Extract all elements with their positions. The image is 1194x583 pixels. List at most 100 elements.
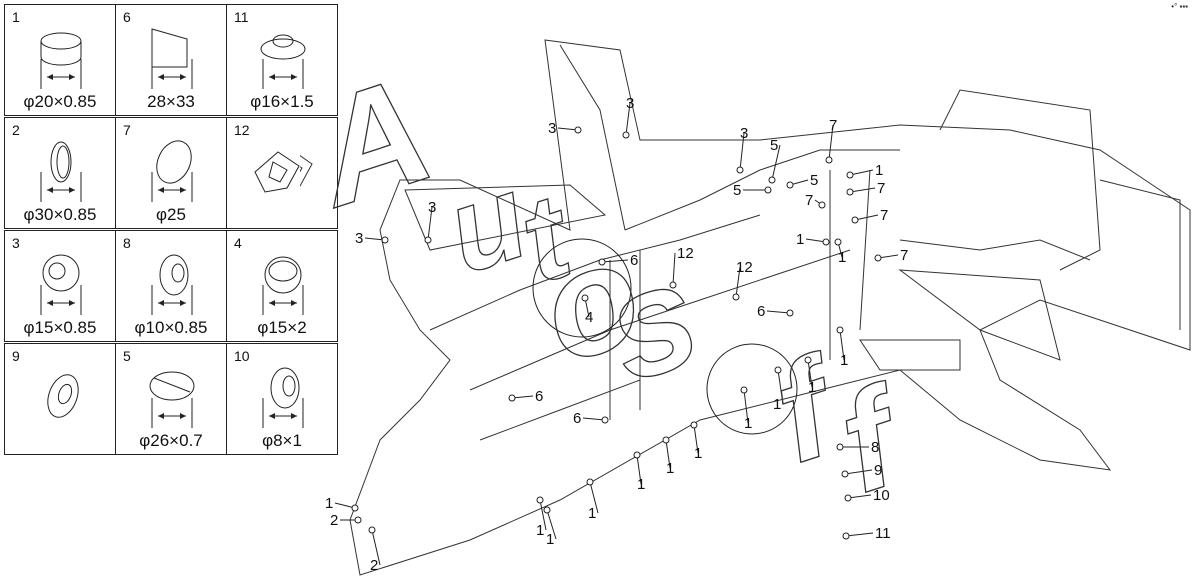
- legend-part-dimension: φ8×1: [262, 431, 302, 450]
- callout-label-part-1: 1: [588, 505, 596, 522]
- legend-part-dimension: φ30×0.85: [23, 205, 97, 224]
- callout-leader-line: [777, 369, 784, 405]
- part-location-marker: [841, 470, 849, 478]
- callout-leader-line: [427, 206, 433, 241]
- part-location-marker: [844, 494, 852, 502]
- part-location-marker: [368, 526, 376, 534]
- part-4-illustration: [262, 256, 304, 315]
- part-location-marker: [818, 201, 826, 209]
- callout-label-part-6: 6: [535, 388, 543, 405]
- part-5-illustration: [149, 371, 195, 428]
- body-outline: [349, 39, 1191, 576]
- callout-label-part-8: 8: [871, 439, 879, 456]
- callout-leader-line: [743, 389, 749, 424]
- part-location-marker: [764, 186, 772, 194]
- callout-leader-line: [847, 494, 872, 499]
- callout-label-part-1: 1: [666, 460, 674, 477]
- callout-leader-line: [771, 144, 781, 181]
- legend-part-number: 11: [234, 9, 249, 25]
- callout-label-part-6: 6: [630, 252, 638, 269]
- callout-label-part-7: 7: [877, 180, 885, 197]
- part-location-marker: [851, 216, 859, 224]
- callout-leader-line: [845, 532, 874, 537]
- part-location-marker: [381, 236, 389, 244]
- part-location-marker: [834, 238, 842, 246]
- part-12-illustration: [254, 151, 300, 193]
- legend-cell-part-6: 6 28×33: [115, 4, 227, 116]
- callout-label-part-5: 5: [810, 172, 818, 189]
- part-3-illustration: [40, 254, 82, 315]
- legend-part-number: 2: [12, 122, 20, 138]
- legend-part-dimension: φ15×2: [257, 318, 307, 337]
- part-9-illustration: [47, 374, 79, 418]
- callout-label-part-5: 5: [733, 182, 741, 199]
- part-location-marker: [690, 421, 698, 429]
- callout-leader-line: [582, 417, 606, 421]
- part-location-marker: [740, 386, 748, 394]
- callout-label-part-1: 1: [744, 415, 752, 432]
- legend-part-number: 6: [123, 9, 131, 25]
- legend-part-number: 9: [12, 348, 20, 364]
- callout-leader-line: [511, 395, 534, 399]
- part-location-marker: [574, 126, 582, 134]
- callout-leader-line: [546, 509, 557, 540]
- callout-leader-line: [807, 359, 813, 388]
- callout-label-part-12: 12: [677, 245, 694, 262]
- callout-label-part-1: 1: [694, 445, 702, 462]
- callout-leader-line: [849, 187, 876, 193]
- legend-part-number: 12: [234, 122, 250, 138]
- callout-label-part-1: 1: [637, 476, 645, 493]
- part-2-illustration: [40, 141, 82, 202]
- callout-leader-line: [828, 124, 834, 161]
- legend-cell-part-7: 7 φ25: [115, 117, 227, 229]
- legend-part-number: 4: [234, 235, 242, 251]
- callout-label-part-1: 1: [796, 231, 804, 248]
- callout-leader-line: [539, 499, 547, 531]
- legend-part-dimension: 28×33: [147, 92, 195, 111]
- part-location-marker: [543, 506, 551, 514]
- callout-label-part-2: 2: [370, 557, 378, 574]
- callout-leader-line: [672, 252, 676, 286]
- part-location-marker: [786, 181, 794, 189]
- callout-leader-line: [665, 439, 671, 469]
- legend-part-number: 8: [123, 235, 131, 251]
- callout-label-part-4: 4: [585, 309, 593, 326]
- callout-label-part-6: 6: [573, 410, 581, 427]
- part-location-marker: [786, 309, 794, 317]
- callout-label-part-1: 1: [838, 249, 846, 266]
- part-location-marker: [508, 394, 516, 402]
- callout-label-part-3: 3: [626, 95, 634, 112]
- callout-leader-line: [693, 424, 699, 454]
- legend-part-number: 3: [12, 235, 20, 251]
- callout-label-part-1: 1: [808, 379, 816, 396]
- part-location-marker: [836, 326, 844, 334]
- legend-part-number: 10: [234, 348, 250, 364]
- legend-cell-part-4: 4 φ15×2: [226, 230, 338, 342]
- callout-label-part-10: 10: [873, 487, 890, 504]
- part-7-illustration: [151, 140, 193, 202]
- callout-label-part-1: 1: [840, 352, 848, 369]
- callout-label-part-1: 1: [875, 162, 883, 179]
- part-location-marker: [846, 188, 854, 196]
- part-location-marker: [424, 236, 432, 244]
- part-location-marker: [586, 478, 594, 486]
- part-location-marker: [804, 356, 812, 364]
- legend-cell-part-12: 12: [226, 117, 338, 229]
- part-location-marker: [662, 436, 670, 444]
- callout-label-part-1: 1: [546, 531, 554, 548]
- legend-part-dimension: φ25: [156, 205, 186, 224]
- callout-label-part-1: 1: [773, 396, 781, 413]
- part-location-marker: [768, 176, 776, 184]
- clip-part-12: [300, 154, 313, 187]
- callout-label-part-9: 9: [874, 462, 882, 479]
- callout-leader-line: [739, 132, 745, 171]
- legend-part-number: 7: [123, 122, 131, 138]
- callout-leader-line: [854, 214, 879, 221]
- part-location-marker: [822, 238, 830, 246]
- legend-cell-part-10: 10 φ8×1: [226, 343, 338, 455]
